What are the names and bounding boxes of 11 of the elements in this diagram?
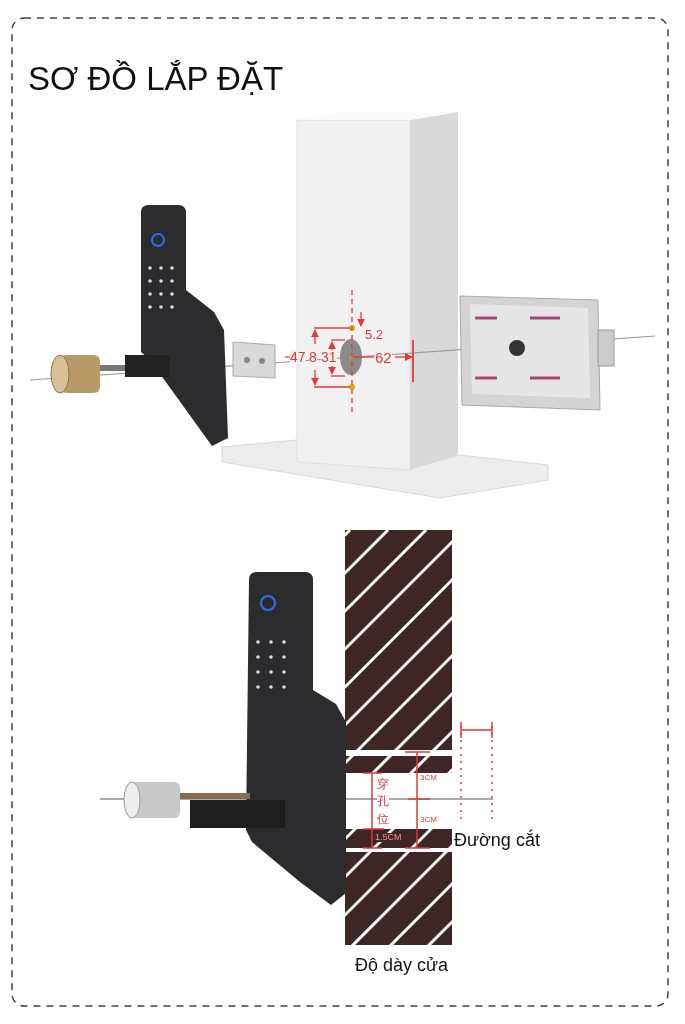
title: SƠ ĐỒ LẮP ĐẶT — [28, 62, 284, 95]
cut-line-label: Đường cắt — [454, 831, 540, 849]
door-thickness-label: Độ dày cửa — [355, 956, 449, 974]
dimension-label: 31 — [321, 350, 337, 364]
dimension-label: 8 — [309, 350, 317, 364]
dimension-label: 3CM — [420, 774, 437, 782]
dimension-label: 62 — [375, 350, 392, 365]
dimension-label: 47 — [290, 350, 306, 364]
dimension-label: 1.5CM — [375, 833, 402, 842]
dimension-label: 3CM — [420, 816, 437, 824]
dimension-label: 5.2 — [365, 328, 384, 341]
